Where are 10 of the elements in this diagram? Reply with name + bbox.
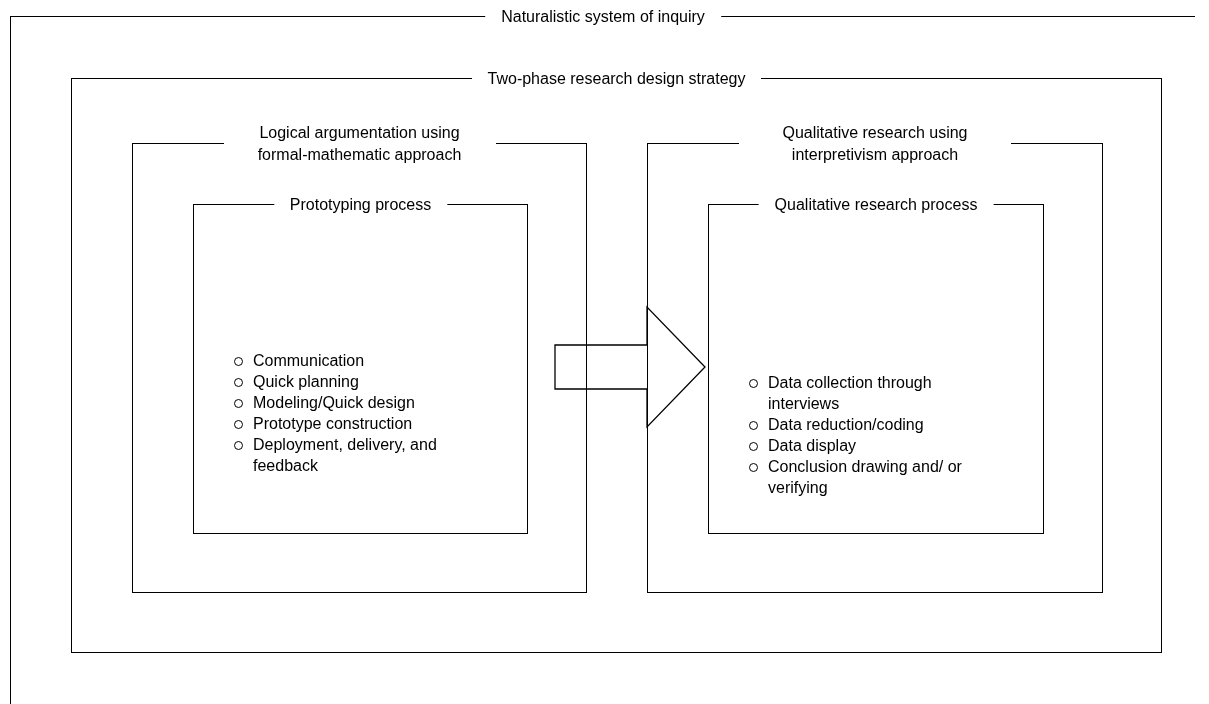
list-item: Prototype construction <box>253 414 414 434</box>
list-item: Deployment, delivery, and feedback <box>253 435 438 476</box>
block-arrow <box>554 305 706 429</box>
list-item: Data display <box>768 436 858 456</box>
list-item: Conclusion drawing and/ or verifying <box>768 457 963 498</box>
list-item: Data reduction/coding <box>768 415 925 435</box>
list-item: Quick planning <box>253 372 360 392</box>
list-item: Data collection through interviews <box>768 373 933 414</box>
list-item: Modeling/Quick design <box>253 393 416 413</box>
list-item: Communication <box>253 351 366 371</box>
